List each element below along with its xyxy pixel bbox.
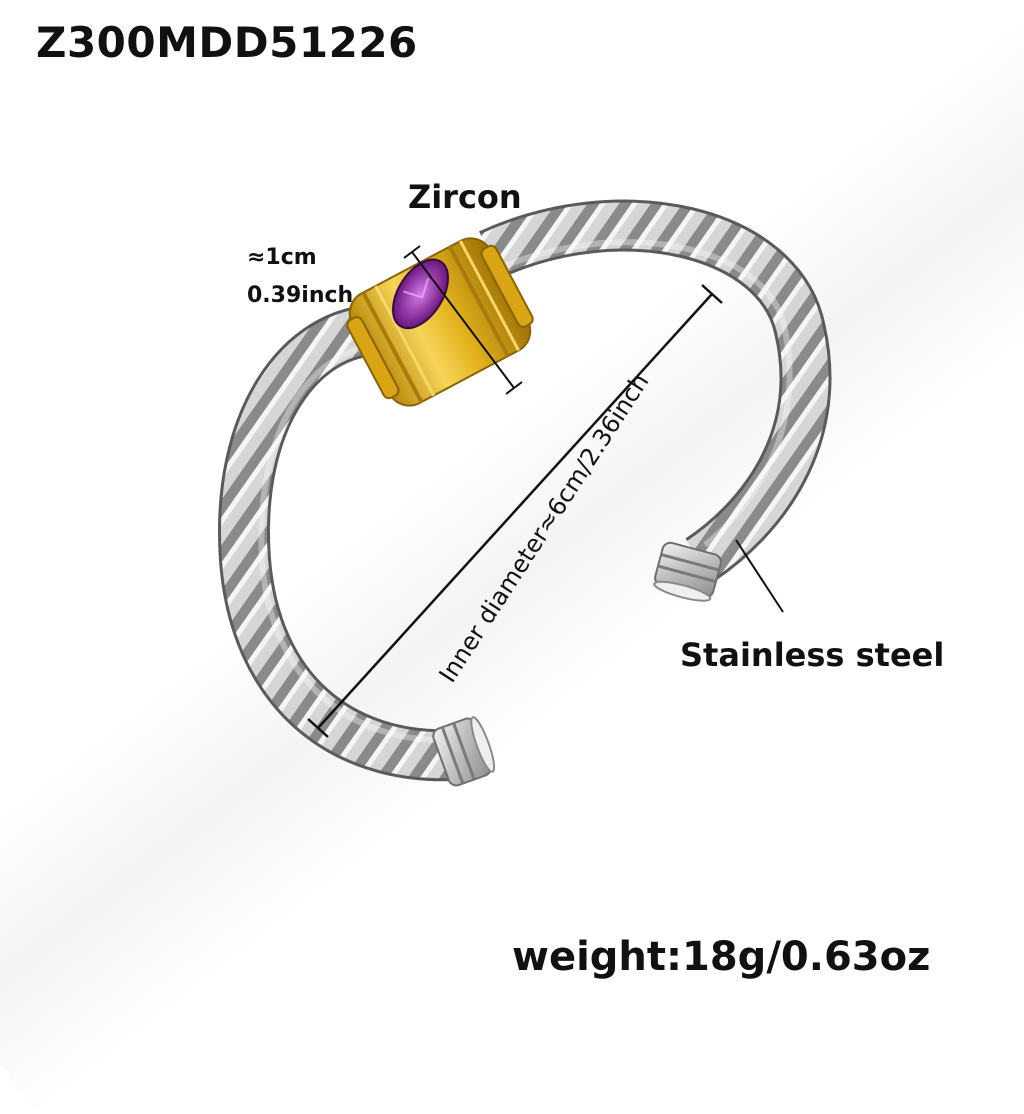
cuff-cable [221, 202, 829, 779]
gold-barrel [346, 237, 534, 407]
zircon-stone [392, 258, 449, 330]
product-code: Z300MDD51226 [36, 18, 418, 67]
stone-label: Zircon [408, 178, 522, 216]
stone-size-inch: 0.39inch [247, 283, 354, 308]
weight-label: weight:18g/0.63oz [512, 934, 931, 980]
material-leader-line [735, 539, 784, 613]
stone-size-cm: ≈1cm [247, 245, 317, 270]
end-cap-left [432, 716, 496, 787]
diameter-dimension-line [307, 284, 723, 738]
end-cap-right [653, 541, 722, 602]
bracelet-illustration [218, 199, 832, 787]
stone-size-dimension-line [403, 245, 523, 395]
cuff-highlight [258, 239, 793, 744]
material-label: Stainless steel [680, 636, 945, 674]
